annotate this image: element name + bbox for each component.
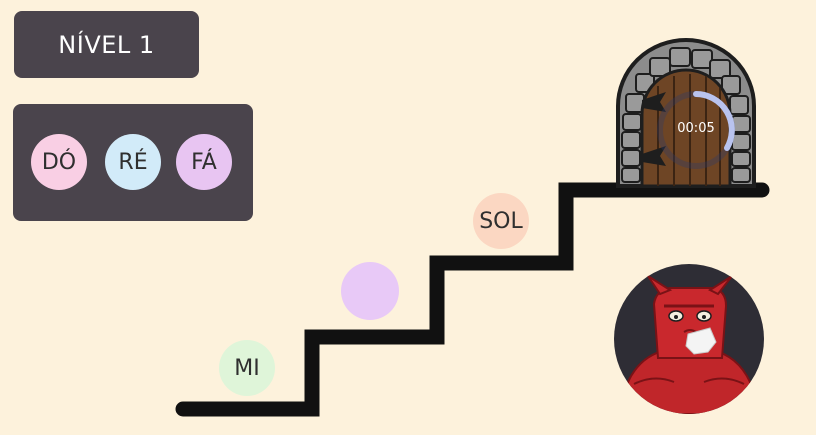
note-panel: DÓ RÉ FÁ <box>13 104 253 221</box>
stair-note-sol[interactable]: SOL <box>473 193 529 249</box>
monster-icon <box>622 275 756 414</box>
timer-readout: 00:05 <box>677 121 715 136</box>
note-re[interactable]: RÉ <box>105 134 161 190</box>
stair-note-empty[interactable] <box>341 262 399 320</box>
level-label: NÍVEL 1 <box>58 30 155 59</box>
monster-portrait <box>614 264 764 414</box>
exit-door[interactable] <box>610 36 762 192</box>
note-fa[interactable]: FÁ <box>176 134 232 190</box>
stair-note-mi[interactable]: MI <box>219 340 275 396</box>
level-badge: NÍVEL 1 <box>14 11 199 78</box>
note-do[interactable]: DÓ <box>31 134 87 190</box>
